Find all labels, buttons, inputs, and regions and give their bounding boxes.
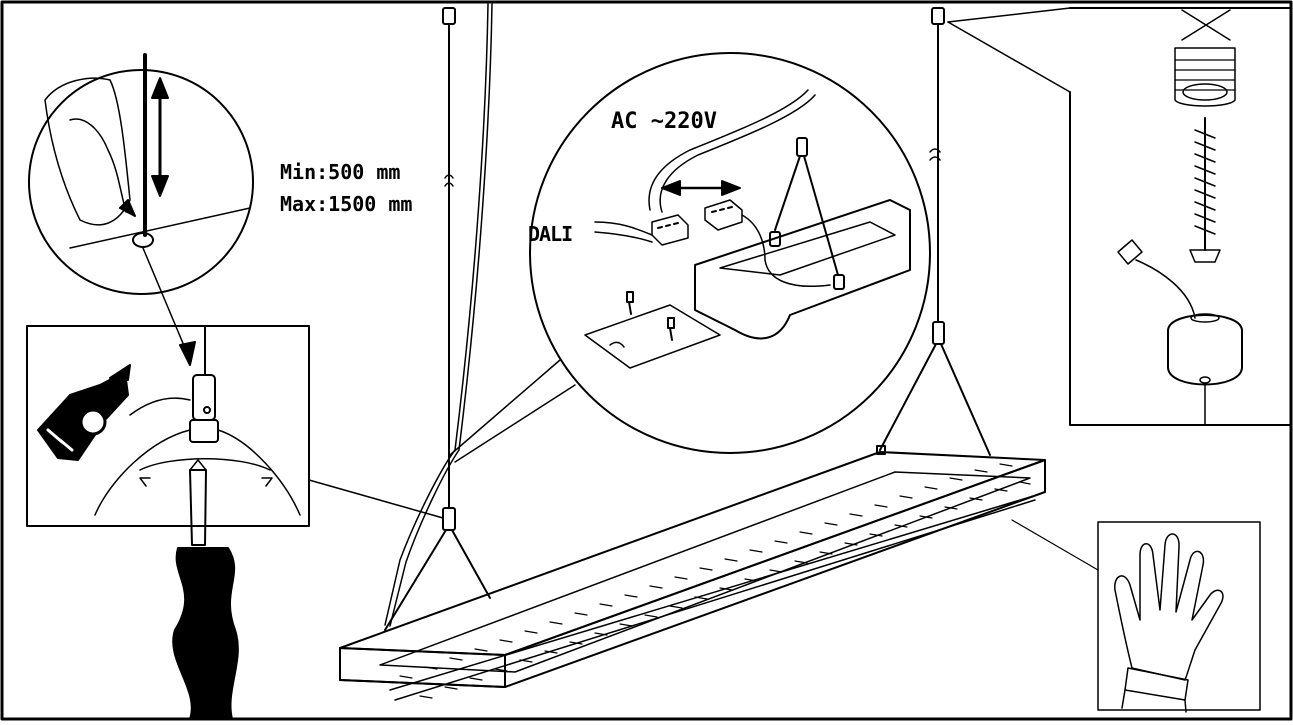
- screwdriver-icon: [172, 459, 239, 720]
- left-suspension-cable: [384, 3, 493, 627]
- voltage-label: AC ~220V: [611, 109, 717, 134]
- glove-inset: [1011, 519, 1261, 713]
- luminaire-body: [339, 445, 1046, 701]
- wire-cutter-icon: [37, 364, 131, 461]
- max-length-label: Max:1500 mm: [280, 192, 413, 216]
- cable-release-detail: [28, 53, 254, 366]
- min-length-label: Min:500 mm: [280, 160, 401, 184]
- connector-icon: [651, 199, 743, 246]
- left-fixture-mount: [384, 507, 491, 631]
- cable-adjust-inset: [26, 325, 444, 527]
- plug-anchor-icon: [1174, 9, 1236, 107]
- right-suspension-cable: [879, 7, 991, 456]
- ceiling-canopy-icon: [1167, 313, 1243, 426]
- screw-icon: [626, 291, 675, 341]
- screw-icon: [1189, 117, 1221, 263]
- wiring-detail: [449, 52, 931, 463]
- ceiling-mount-inset: [947, 7, 1292, 426]
- glove-icon: [1114, 533, 1224, 713]
- dali-label: DALI: [528, 222, 573, 246]
